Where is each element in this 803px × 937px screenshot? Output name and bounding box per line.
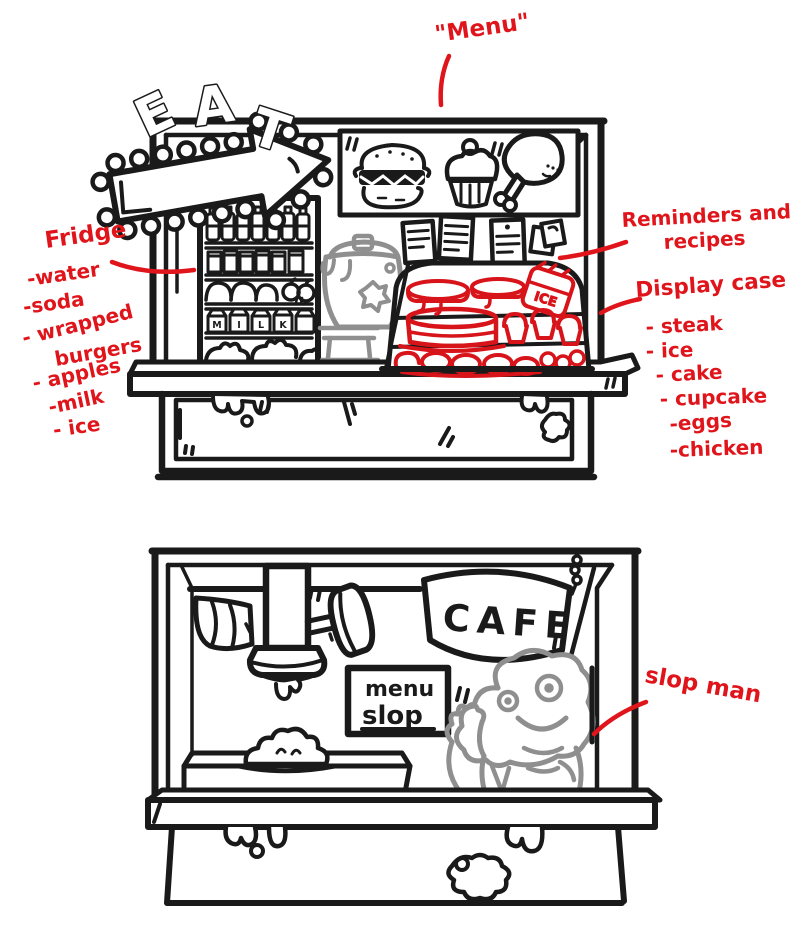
folded-note (528, 218, 567, 257)
apples (281, 277, 316, 305)
milk-letter-l: L (258, 320, 264, 331)
slop-pile (235, 726, 339, 774)
display-item: -chicken (669, 435, 763, 462)
splat (446, 852, 512, 902)
cake (398, 306, 506, 353)
menu-sign-line1: menu (365, 677, 434, 702)
reminders-annotation-line2: recipes (663, 226, 746, 254)
burger-icon (352, 143, 432, 210)
milk-letter-i: I (237, 320, 241, 331)
menu-pointer-line (438, 53, 452, 108)
soda-cans (206, 249, 305, 274)
stall-frame (148, 547, 642, 804)
drip (504, 824, 545, 854)
eat-stall-sketch: M I L K (90, 72, 641, 481)
milk-letter-m: M (212, 320, 221, 331)
cafe-stall-sketch: CAFE (145, 547, 663, 906)
milk-letter-k: K (279, 320, 287, 331)
display-case: ICE (379, 260, 595, 378)
drumstick-icon (493, 131, 565, 213)
tick-marks (455, 686, 470, 704)
slop-man-pointer-line (591, 699, 649, 737)
display-food-red: ICE (393, 260, 586, 378)
display-item: - ice (645, 337, 693, 363)
top-annotations: "Menu" Fridge -water -soda - wrapped bur… (19, 9, 791, 462)
display-pointer-line (598, 296, 643, 316)
stall-base (164, 824, 627, 906)
counter-top (145, 787, 663, 830)
machine-drip (274, 678, 303, 701)
milk-cartons: M I L K (206, 307, 316, 334)
chicken-pieces (393, 350, 542, 378)
tick-marks (258, 400, 271, 414)
eat-letter-a: A (189, 74, 237, 139)
menu-slop-sign: menu slop (344, 664, 470, 738)
tick-marks (490, 141, 504, 157)
display-item: -eggs (669, 408, 733, 436)
wrapped-burgers (204, 281, 279, 302)
reminders-pointer-line (557, 239, 629, 261)
banner-chain (568, 554, 597, 659)
slop-man-annotation: slop man (643, 662, 763, 708)
fridge-annotation: Fridge (43, 217, 128, 254)
grinder-head (246, 645, 328, 701)
ice-bag: ICE (520, 260, 576, 318)
steaks (406, 277, 526, 316)
tick-marks (152, 802, 162, 824)
menu-board (337, 128, 581, 218)
tick-marks (178, 408, 195, 456)
eat-letter-e: E (126, 80, 184, 149)
tick-marks (345, 136, 359, 152)
bottom-annotations: slop man (591, 662, 763, 737)
display-item: - steak (645, 311, 724, 339)
cupcake-icon (444, 138, 500, 209)
tick-marks (328, 632, 334, 642)
display-case-annotation: Display case (635, 268, 787, 303)
frog-character (444, 648, 596, 800)
menu-annotation: "Menu" (433, 9, 531, 48)
raw-chicken (204, 338, 320, 362)
sticky-notes (400, 213, 567, 269)
tick-marks (438, 426, 455, 448)
cafe-banner: CAFE (421, 568, 578, 663)
slop-machine (187, 562, 423, 701)
tick-marks (308, 586, 322, 602)
menu-sign-line2: slop (362, 701, 423, 731)
fridge-pointer-line (109, 259, 197, 275)
machine-lever (304, 582, 376, 658)
fridge-item: -water (25, 257, 101, 291)
tick-marks (552, 630, 566, 650)
drip (223, 824, 288, 849)
drips (211, 394, 572, 443)
display-item: - cake (655, 360, 723, 387)
display-item: - cupcake (659, 383, 767, 411)
fridge: M I L K (197, 195, 321, 368)
tick-marks (342, 400, 357, 426)
ice-bag-label: ICE (532, 289, 559, 310)
cupcakes (502, 308, 583, 346)
stall-base (154, 390, 598, 481)
